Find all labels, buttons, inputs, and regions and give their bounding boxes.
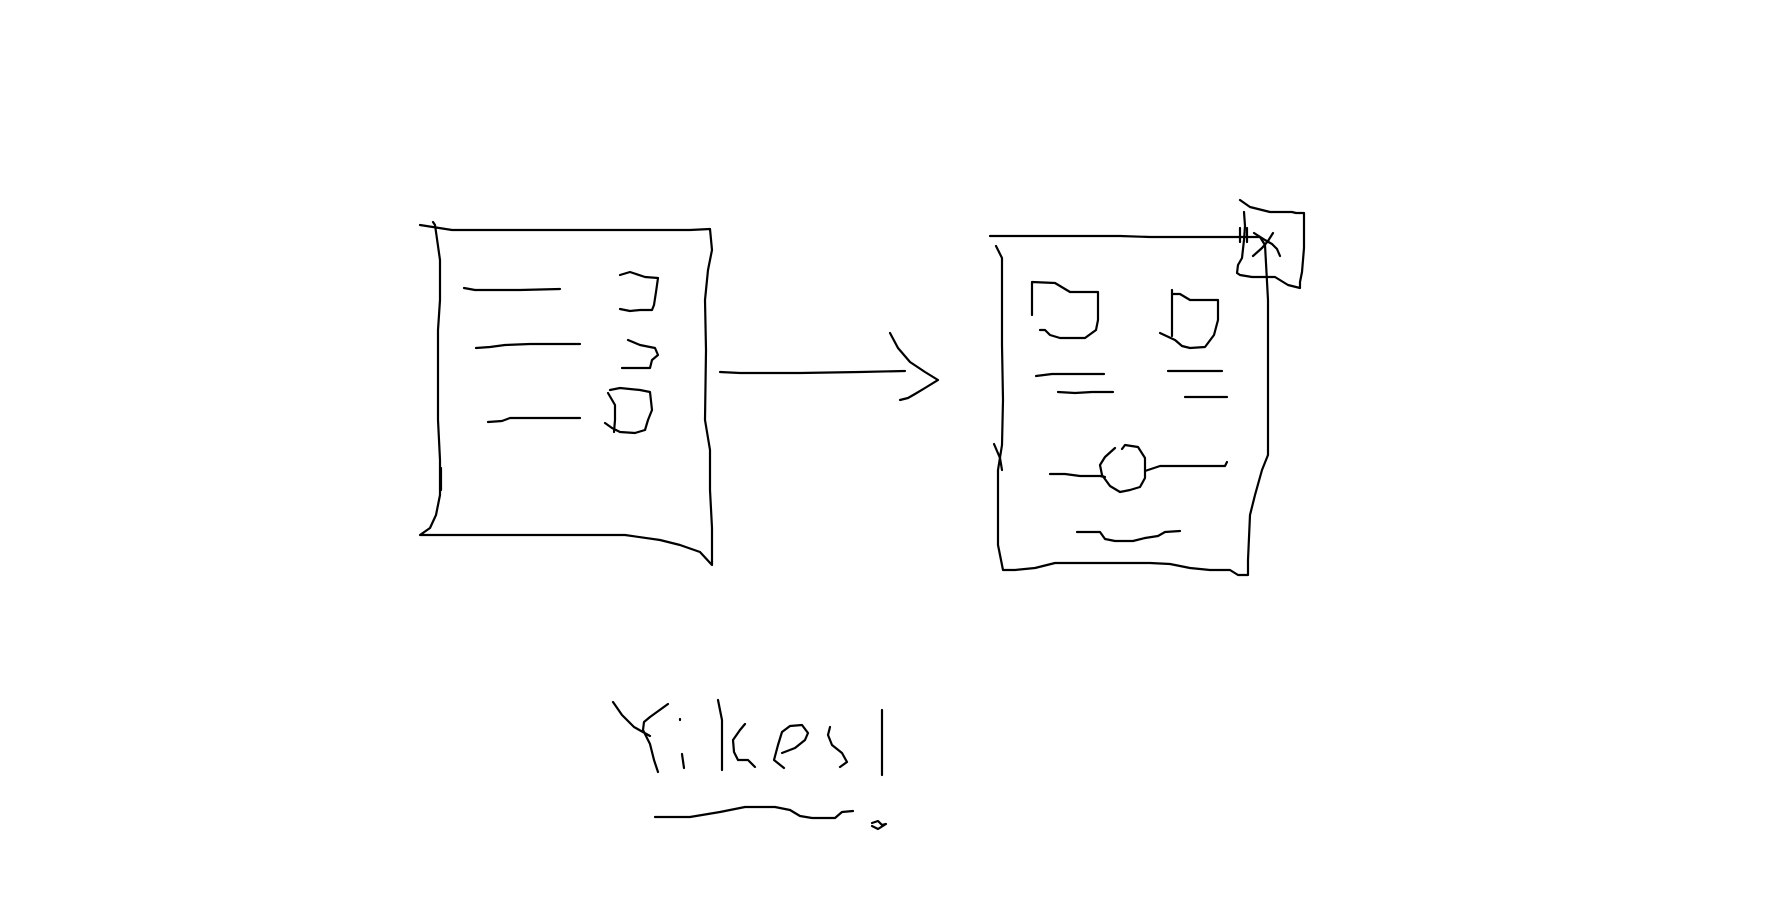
- arrow-head: [888, 331, 940, 402]
- caption-letter-y: [611, 700, 670, 774]
- list-layout-document: [418, 220, 714, 567]
- caption-handwriting: [611, 698, 888, 831]
- close-x-stroke-1: [1252, 231, 1282, 258]
- grid-card-1-line-2: [1056, 390, 1115, 395]
- list-thumb-1: [618, 270, 660, 313]
- grid-doc-mark: [992, 442, 1004, 472]
- caption-letter-k: [716, 698, 757, 772]
- grid-feature-line-left: [1048, 472, 1107, 479]
- caption-letter-e: [772, 723, 810, 770]
- caption-exclaim-dot: [870, 819, 888, 831]
- close-box: [1235, 198, 1306, 290]
- right-arrow-icon: [718, 331, 940, 402]
- close-x-stroke-2: [1251, 231, 1275, 258]
- grid-feature-line-right: [1143, 460, 1229, 473]
- grid-feature-circle: [1098, 443, 1147, 494]
- grid-card-1-image: [1030, 280, 1100, 340]
- list-thumb-2: [620, 338, 660, 370]
- grid-card-2-image: [1158, 288, 1220, 350]
- caption-letter-i-1: [678, 717, 686, 770]
- grid-layout-document: [988, 234, 1270, 577]
- list-line-1: [462, 286, 562, 292]
- caption-letter-s: [826, 725, 849, 769]
- close-box-tab: [1238, 226, 1249, 244]
- list-thumb-3: [603, 386, 654, 435]
- list-line-2: [474, 342, 582, 350]
- caption-underline: [653, 805, 855, 820]
- ink-layer: [418, 198, 1306, 831]
- list-line-3: [486, 416, 582, 424]
- close-x-icon: [1235, 198, 1306, 290]
- grid-card-1-line-1: [1034, 372, 1106, 378]
- list-document-outline: [418, 220, 714, 567]
- list-thumb-3-edge: [606, 391, 617, 434]
- grid-footer-line: [1075, 529, 1182, 543]
- arrow-shaft: [718, 369, 907, 375]
- grid-document-outline: [988, 234, 1270, 577]
